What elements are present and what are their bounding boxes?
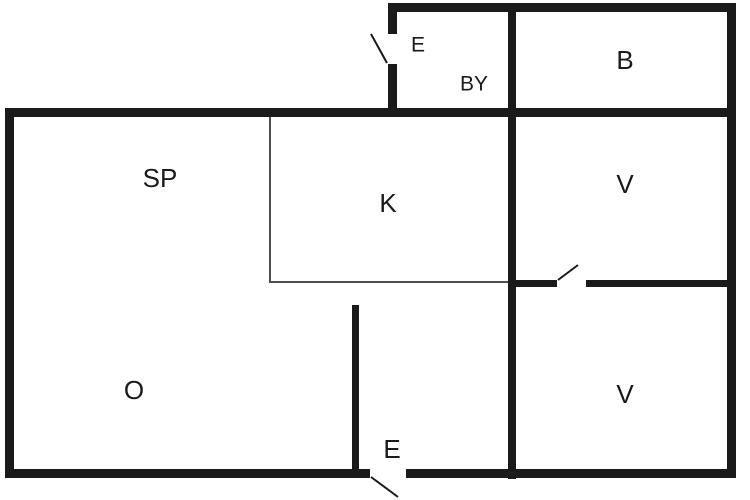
top-wall-upper-block xyxy=(388,3,736,12)
door-v-middle-swing-line xyxy=(557,264,579,281)
bottom-wall-outer-right xyxy=(405,469,736,478)
room-label-e-top: E xyxy=(411,34,425,57)
room-label-b: B xyxy=(616,45,633,75)
divider-v-horizontal-left xyxy=(508,280,558,287)
divider-o-e-vertical xyxy=(352,305,359,474)
room-label-e-bot: E xyxy=(383,434,400,464)
door-e-bottom-opening xyxy=(370,469,406,478)
left-wall-upper-block-lower xyxy=(388,64,397,116)
left-wall-outer xyxy=(5,108,14,478)
room-label-o: O xyxy=(124,375,144,405)
room-label-k: K xyxy=(379,188,397,218)
thin-walls xyxy=(269,116,510,283)
top-wall-main-block xyxy=(5,108,388,117)
divider-v-horizontal-right xyxy=(585,280,736,287)
door-e-top-opening xyxy=(388,34,397,64)
door-v-middle-opening xyxy=(557,280,586,287)
divider-k-v-vertical xyxy=(508,108,516,479)
door-e-bottom-swing-line xyxy=(370,476,399,498)
divider-sp-k-vertical xyxy=(269,116,271,283)
room-label-by: BY xyxy=(460,73,488,96)
room-labels: E BY B SP K V V O E xyxy=(124,34,634,464)
room-label-sp: SP xyxy=(143,163,178,193)
doors xyxy=(370,33,586,498)
room-label-v-top: V xyxy=(616,169,634,199)
door-e-top-swing-line xyxy=(370,33,388,64)
room-label-v-bot: V xyxy=(616,379,634,409)
right-wall-outer xyxy=(727,3,736,478)
divider-by-b-upper xyxy=(508,3,516,116)
bottom-wall-outer-left xyxy=(5,469,371,478)
left-wall-upper-block xyxy=(388,3,397,34)
divider-k-bottom xyxy=(269,281,510,283)
wall-under-by xyxy=(388,108,736,117)
thick-walls xyxy=(5,3,736,479)
